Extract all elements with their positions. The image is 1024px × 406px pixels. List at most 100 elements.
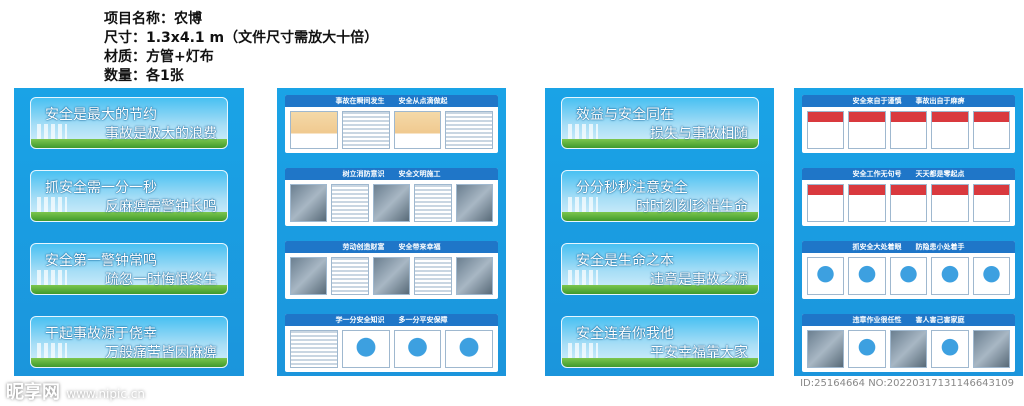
photo-image [972,330,1011,368]
slogan-card: 安全第一警钟常鸣 疏忽一时悔恨终生 [30,243,228,295]
header-block: 项目名称：农博 尺寸：1.3x4.1 m（文件尺寸需放大十倍） 材质：方管+灯布… [104,10,378,86]
slogan-card: 效益与安全同在 损失与事故相随 [561,97,759,149]
slogan-card: 干起事故源于侥幸 万般痛苦皆因麻痹 [30,316,228,368]
city-silhouette-icon [37,197,67,215]
watermark-logo: 昵享网 www.nipic.cn [6,378,145,404]
text-block-image [341,111,390,149]
slogan-line-1: 安全第一警钟常鸣 [45,253,157,269]
info-board: 树立消防意识 安全文明施工 [285,168,498,226]
info-board-title: 劳动创造财富 安全带来幸福 [285,241,498,253]
icon-image [341,330,390,368]
warning-card-image [848,184,886,222]
cartoon-image [393,111,442,149]
grass-strip [562,285,758,294]
slogan-line-1: 干起事故源于侥幸 [45,326,157,342]
warning-card-image [807,111,845,149]
icon-image [931,330,969,368]
grass-strip [31,358,227,367]
warning-card-image [972,184,1011,222]
icon-image [393,330,442,368]
photo-image [455,257,494,295]
grass-strip [31,139,227,148]
icon-image [445,330,493,368]
warning-card-image [807,184,845,222]
slogan-line-1: 安全是生命之本 [576,253,674,269]
slogan-card: 安全连着你我他 平安幸福靠大家 [561,316,759,368]
info-panel-left: 事故在瞬间发生 安全从点滴做起 树立消防意识 安全文明施工 劳动创造财富 安全带… [277,88,506,376]
slogan-line-1: 效益与安全同在 [576,107,674,123]
icon-image [972,257,1011,295]
slogan-card: 安全是最大的节约 事故是极大的浪费 [30,97,228,149]
icon-image [848,257,886,295]
info-board: 违章作业很任性 害人害己害家庭 [802,314,1015,372]
info-board: 事故在瞬间发生 安全从点滴做起 [285,95,498,153]
info-board: 抓安全大处着眼 防隐患小处着手 [802,241,1015,299]
info-board-title: 树立消防意识 安全文明施工 [285,168,498,180]
grass-strip [562,212,758,221]
slogan-card: 分分秒秒注意安全 时时刻刻珍惜生命 [561,170,759,222]
info-board: 学一分安全知识 多一分平安保障 [285,314,498,372]
watermark-url: www.nipic.cn [66,387,145,401]
photo-image [290,184,328,222]
info-board: 劳动创造财富 安全带来幸福 [285,241,498,299]
text-block-image [445,111,493,149]
quantity-text: 数量：各1张 [104,68,184,84]
text-block-image [290,330,338,368]
warning-card-image [889,111,928,149]
slogan-line-2: 时时刻刻珍惜生命 [636,199,748,215]
cartoon-image [290,111,338,149]
info-panel-right: 安全来自于谨慎 事故出自于麻痹 安全工作无句号 天天都是零起点 抓安全大处着眼 … [794,88,1023,376]
photo-image [889,330,928,368]
photo-image [290,257,328,295]
city-silhouette-icon [37,343,67,361]
text-block-image [331,257,369,295]
info-board: 安全来自于谨慎 事故出自于麻痹 [802,95,1015,153]
icon-image [848,330,886,368]
slogan-panel-left: 安全是最大的节约 事故是极大的浪费 抓安全需一分一秒 反麻痹需警钟长鸣 安全第一… [14,88,244,376]
photo-image [807,330,845,368]
warning-card-image [972,111,1011,149]
icon-image [931,257,969,295]
icon-image [807,257,845,295]
text-block-image [414,257,452,295]
image-id-text: ID:25164664 NO:20220317131146643109 [800,378,1014,389]
info-board-title: 学一分安全知识 多一分平安保障 [285,314,498,326]
slogan-line-2: 损失与事故相随 [650,126,748,142]
slogan-line-1: 安全是最大的节约 [45,107,157,123]
photo-image [372,184,411,222]
grass-strip [31,285,227,294]
grass-strip [562,139,758,148]
city-silhouette-icon [568,270,598,288]
project-name-text: 项目名称：农博 [104,11,202,27]
slogan-line-2: 平安幸福靠大家 [650,345,748,361]
warning-card-image [889,184,928,222]
slogan-line-2: 万般痛苦皆因麻痹 [105,345,217,361]
info-board-title: 安全工作无句号 天天都是零起点 [802,168,1015,180]
warning-card-image [931,111,969,149]
slogan-card: 安全是生命之本 违章是事故之源 [561,243,759,295]
warning-card-image [931,184,969,222]
slogan-line-1: 抓安全需一分一秒 [45,180,157,196]
text-block-image [331,184,369,222]
grass-strip [31,212,227,221]
info-board-title: 事故在瞬间发生 安全从点滴做起 [285,95,498,107]
slogan-panel-right: 效益与安全同在 损失与事故相随 分分秒秒注意安全 时时刻刻珍惜生命 安全是生命之… [545,88,774,376]
slogan-line-2: 事故是极大的浪费 [105,126,217,142]
size-text: 尺寸：1.3x4.1 m（文件尺寸需放大十倍） [104,30,379,46]
material-text: 材质：方管+灯布 [104,49,214,65]
slogan-line-1: 分分秒秒注意安全 [576,180,688,196]
info-board-title: 安全来自于谨慎 事故出自于麻痹 [802,95,1015,107]
slogan-line-2: 疏忽一时悔恨终生 [105,272,217,288]
text-block-image [414,184,452,222]
info-board-title: 抓安全大处着眼 防隐患小处着手 [802,241,1015,253]
city-silhouette-icon [568,124,598,142]
city-silhouette-icon [568,343,598,361]
info-board: 安全工作无句号 天天都是零起点 [802,168,1015,226]
city-silhouette-icon [568,197,598,215]
slogan-card: 抓安全需一分一秒 反麻痹需警钟长鸣 [30,170,228,222]
info-board-title: 违章作业很任性 害人害己害家庭 [802,314,1015,326]
watermark-text: 昵享网 [6,382,60,403]
grass-strip [562,358,758,367]
icon-image [889,257,928,295]
slogan-line-2: 违章是事故之源 [650,272,748,288]
